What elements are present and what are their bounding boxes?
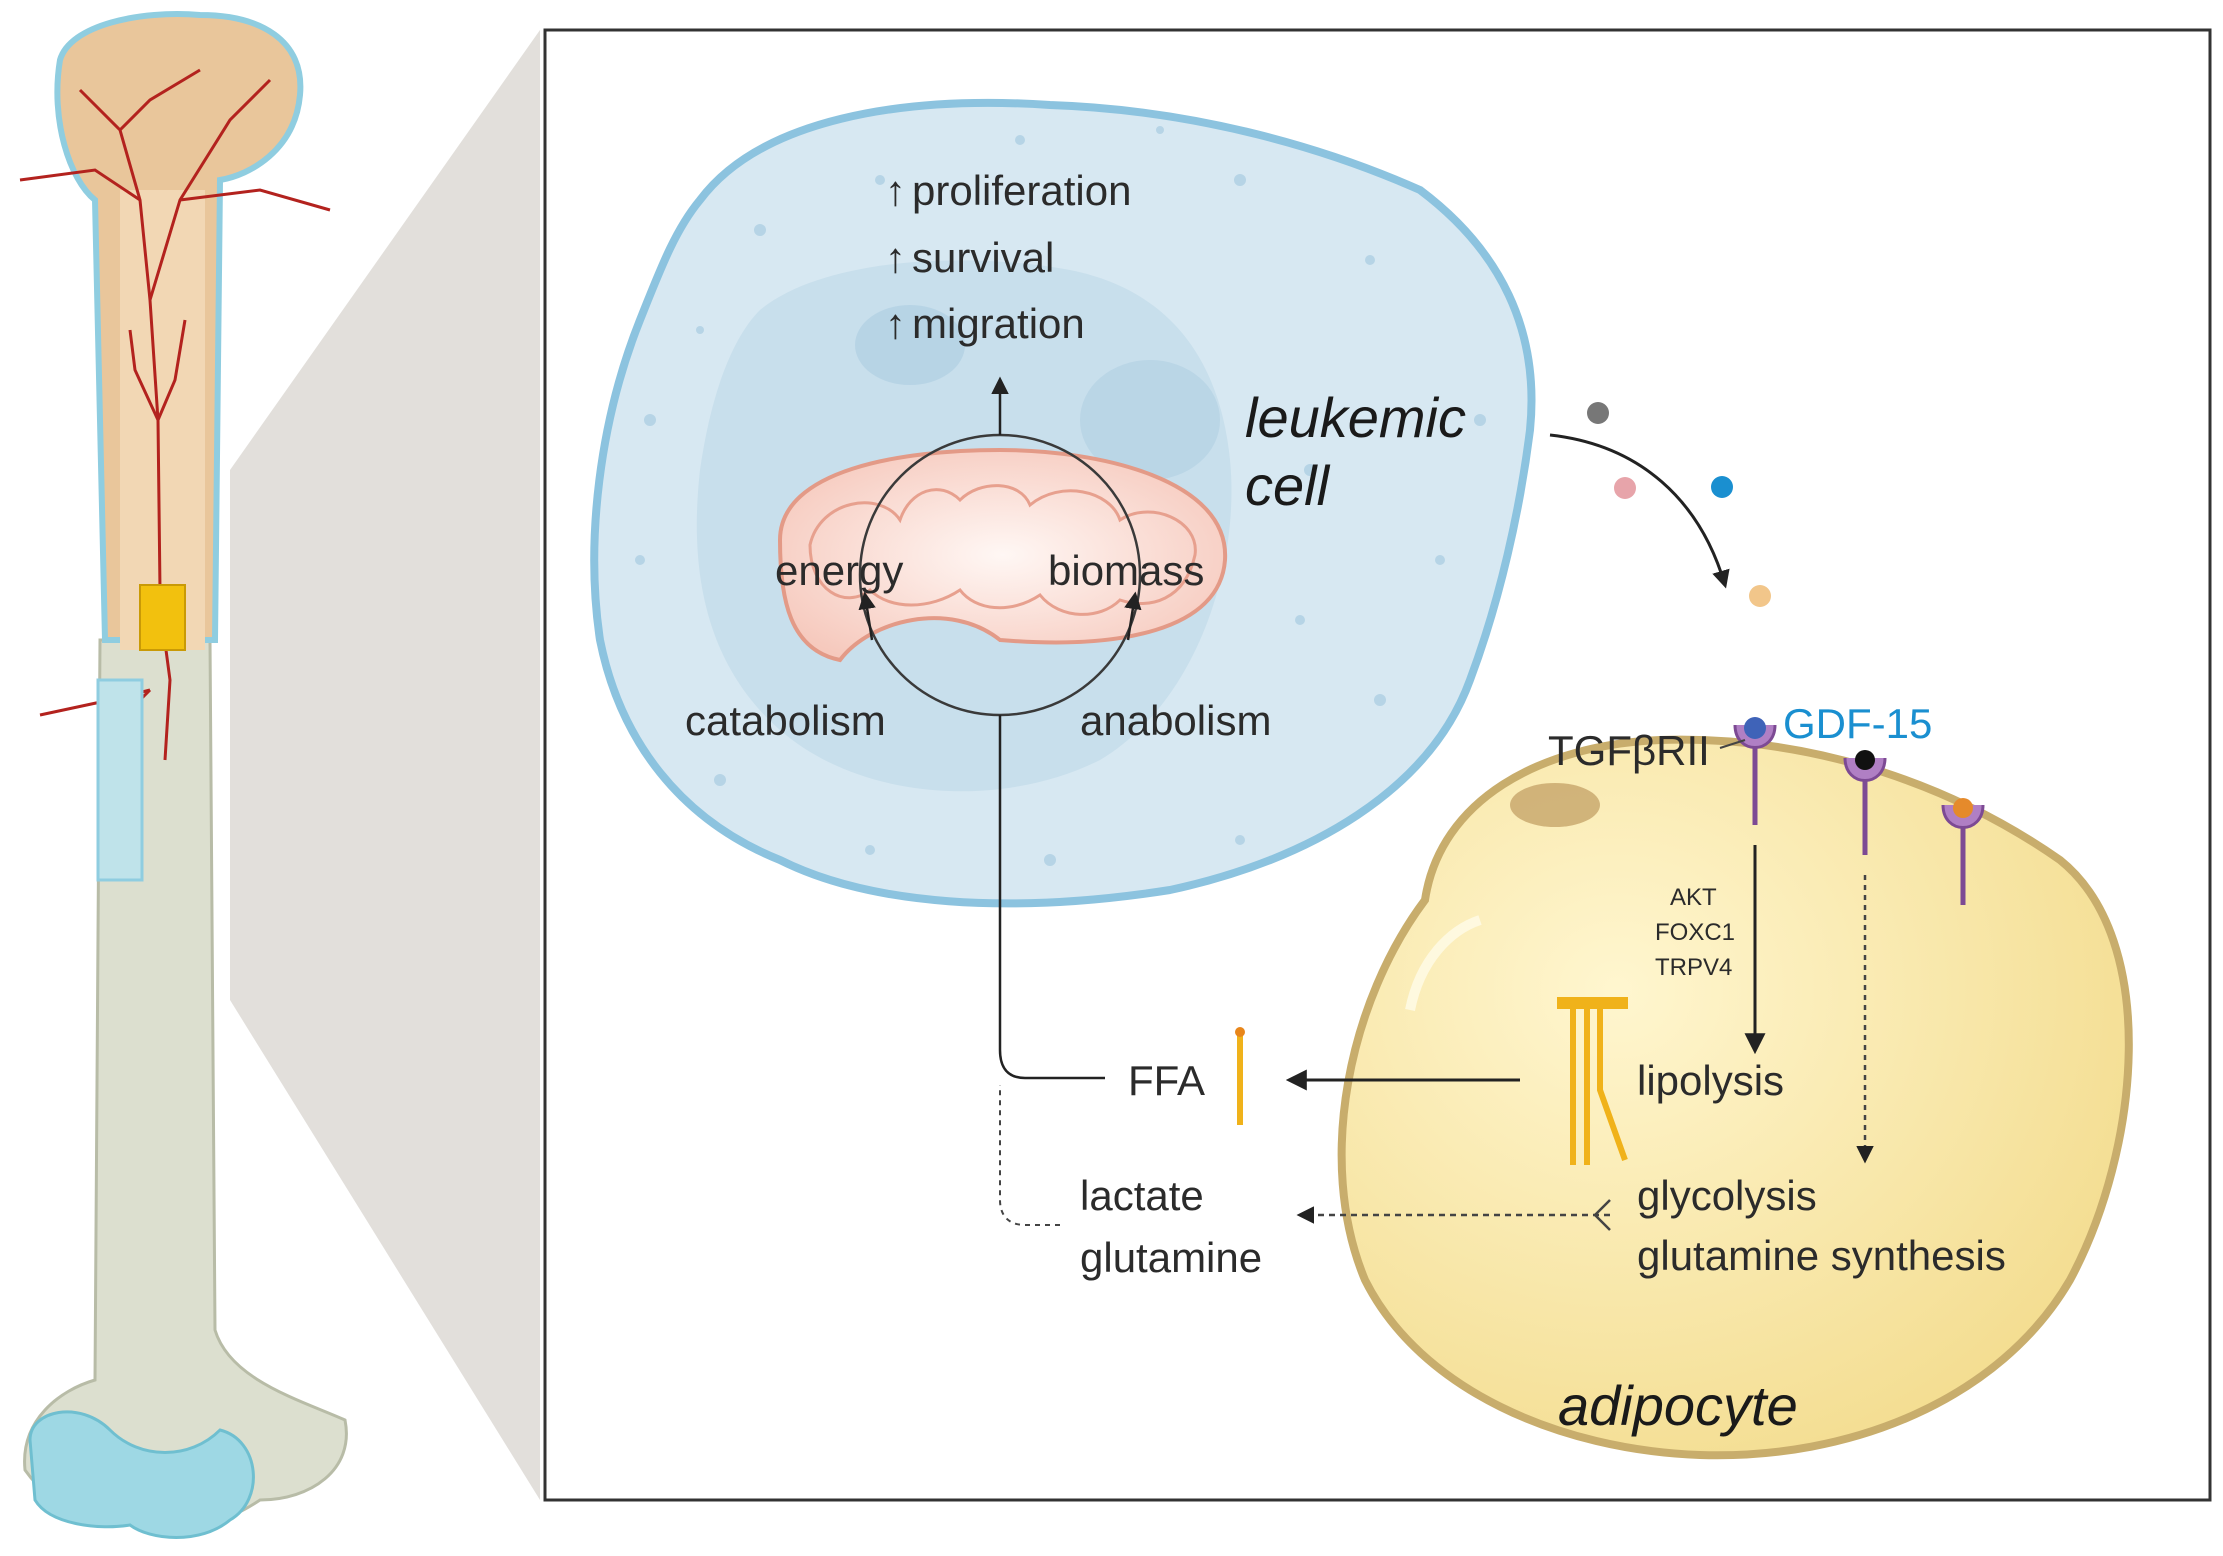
marrow-sample [139,584,186,651]
label-lactate: lactate [1080,1172,1204,1219]
label-lipolysis: lipolysis [1637,1057,1784,1104]
leukemic-cell: energy biomass catabolism anabolism ↑pro… [590,98,1536,908]
distal-cartilage [28,1410,255,1539]
secretion-arrow [1549,433,1730,589]
nucleolus [1080,360,1220,480]
up-arrow-glyph: ↑ [885,167,906,214]
label-catabolism: catabolism [685,697,886,744]
outcome-proliferation: ↑proliferation [885,167,1131,214]
mitochondrion [777,447,1228,663]
label-tgfbrii: TGFβRII [1548,727,1710,774]
adipocyte: TGFβRII GDF-15 AKT FOXC1 TRPV4 lipolysis… [1337,700,2133,1460]
marrow-cavity [120,190,205,650]
zoom-wedge [230,30,540,1500]
label-glycolysis: glycolysis [1637,1172,1817,1219]
femur-illustration [19,11,540,1539]
receptor-tgfbrii [1733,717,1777,825]
secreted-factors [1549,402,1771,607]
periosteum-band [96,678,144,882]
receptor-3 [1941,798,1985,905]
cycle-arrow-left [858,591,876,641]
signal-akt: AKT [1670,884,1717,911]
adipocyte-label: adipocyte [1558,1374,1798,1437]
signal-trpv4: TRPV4 [1655,954,1732,981]
cycle-arrow-right [1124,591,1142,641]
label-anabolism: anabolism [1080,697,1271,744]
signal-foxc1: FOXC1 [1655,919,1735,946]
label-glutamine-synthesis: glutamine synthesis [1637,1232,2006,1279]
label-gdf15: GDF-15 [1783,700,1932,747]
adipocyte-nucleus [1510,783,1600,827]
receptor-2 [1843,750,1887,855]
lipid-highlight [1405,915,1482,1012]
cytoplasm-granules [635,126,1486,866]
label-biomass: biomass [1048,547,1204,594]
triglyceride-icon [1557,997,1628,1165]
label-energy: energy [775,547,903,594]
label-glutamine: glutamine [1080,1234,1262,1281]
tgfbrii-leader [1719,739,1746,749]
adipocyte-membrane [1337,735,2133,1460]
lactate-arrow-tail [1593,1199,1611,1231]
leukemic-cell-label: leukemic [1245,386,1466,449]
outcome-survival: ↑survival [885,234,1054,281]
leukemic-cell-label-2: cell [1245,454,1331,517]
outcome-migration: ↑migration [885,300,1085,347]
label-ffa: FFA [1128,1057,1205,1104]
metabolite-flow: FFA lactate glutamine [998,715,1611,1281]
nucleolus [855,305,965,385]
ffa-uptake-line [998,715,1105,1080]
